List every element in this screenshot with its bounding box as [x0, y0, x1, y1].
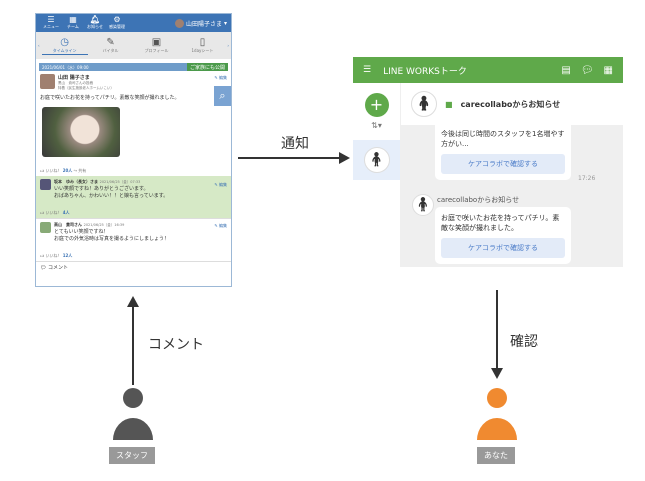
- tab-label: タイムライン: [52, 47, 77, 53]
- like-count[interactable]: 12人: [62, 253, 73, 258]
- chat-header: 🧍︎ ■ carecollaboからお知らせ: [401, 83, 623, 125]
- tab-bar: ‹ ◷タイムライン ✎バイタル ▣プロフィール ▯1dayシート ›: [36, 32, 231, 59]
- post-author: 黒山 貴司さんの投稿: [58, 81, 93, 85]
- post-date: 2021/06/01（水）09:00: [39, 63, 187, 71]
- tab-label: 1dayシート: [191, 48, 214, 53]
- comment-text: お庭での外気浴時は写真を撮るようにしましょう！: [54, 236, 170, 242]
- message-bubble: お庭で咲いたお花を持ってパチリ。素敵な笑顔が撮れました。ケアコラボで確認する: [435, 207, 571, 264]
- commenter-name: 高山 貴司さん: [54, 222, 82, 227]
- next-arrow-icon[interactable]: ›: [227, 43, 230, 48]
- comment-time: 2021/06/25（金）07:33: [99, 180, 141, 184]
- avatar: [174, 18, 184, 28]
- like-button[interactable]: いいね！: [45, 168, 62, 173]
- edit-button[interactable]: ✎ 編集: [214, 75, 227, 80]
- carecollabo-app-screenshot: ☰メニュー ▦チーム 🔔︎お知らせ ⚙感染管理 山田陽子さま▾ ‹ ◷タイムライ…: [35, 13, 232, 287]
- facility: 特養（民生施設老人ホームいこい）: [58, 86, 114, 90]
- nav-label: チーム: [67, 24, 79, 29]
- comment-text: とてもいい笑顔ですね！: [54, 229, 109, 235]
- confirm-arrow: [491, 290, 503, 379]
- calendar-icon[interactable]: ▦: [603, 64, 613, 76]
- staff-person-icon: [113, 388, 153, 440]
- bot-icon: ■: [445, 99, 453, 109]
- notify-arrow: [238, 152, 350, 164]
- bot-avatar: 🧍︎: [363, 147, 390, 173]
- tab-1day[interactable]: ▯1dayシート: [191, 37, 214, 53]
- tab-label: プロフィール: [144, 48, 169, 53]
- nav-label: メニュー: [43, 24, 59, 29]
- share-button[interactable]: 共有: [78, 168, 87, 173]
- comment-item: 高山 貴司さん 2021/06/25（金）16:39 とてもいい笑顔ですね！お庭で…: [36, 218, 231, 261]
- comment-label: コメント: [148, 337, 204, 353]
- avatar: [40, 222, 51, 233]
- comment-input[interactable]: 💬︎ コメント: [36, 261, 231, 273]
- comment-text: いい笑顔ですね！ありがとうございます。: [54, 186, 149, 192]
- tab-vital[interactable]: ✎バイタル: [102, 37, 119, 53]
- nav-label: 感染管理: [109, 24, 125, 29]
- lineworks-screenshot: ☰ LINE WORKSトーク ▤ 💬︎ ▦ + ⇅▾ 🧍︎ 🧍︎ ■ carecollab…: [353, 57, 623, 267]
- menu-icon[interactable]: ☰: [363, 65, 372, 75]
- like-button[interactable]: いいね！: [45, 253, 62, 258]
- prev-arrow-icon[interactable]: ‹: [38, 43, 40, 48]
- app-header: ☰メニュー ▦チーム 🔔︎お知らせ ⚙感染管理 山田陽子さま▾: [36, 14, 231, 32]
- message-time: 17:26: [578, 175, 596, 182]
- tab-label: バイタル: [102, 48, 119, 53]
- resident-name: 山田 陽子さま: [58, 75, 90, 81]
- commenter-name: 坂本 ゆみ（長女）さま: [54, 179, 98, 184]
- comment-placeholder: コメント: [47, 265, 68, 271]
- you-tag: あなた: [477, 447, 515, 464]
- edit-button[interactable]: ✎ 編集: [214, 223, 227, 228]
- nav-infection[interactable]: ⚙感染管理: [109, 15, 125, 30]
- bot-avatar: 🧍︎: [411, 91, 437, 117]
- new-talk-button[interactable]: +: [364, 93, 389, 117]
- lineworks-header: ☰ LINE WORKSトーク ▤ 💬︎ ▦: [353, 57, 623, 83]
- post: 山田 陽子さま黒山 貴司さんの投稿特養（民生施設老人ホームいこい） ✎ 編集 お…: [36, 71, 231, 166]
- tab-profile[interactable]: ▣プロフィール: [144, 37, 169, 53]
- confirm-button[interactable]: ケアコラボで確認する: [441, 238, 565, 258]
- user-name: 山田陽子さま: [185, 20, 222, 28]
- confirm-label: 確認: [510, 334, 538, 350]
- comment-item: 坂本 ゆみ（長女）さま 2021/06/25（金）07:33 いい笑顔ですね！あり…: [36, 176, 231, 218]
- nav-notice[interactable]: 🔔︎お知らせ: [87, 15, 103, 30]
- board-icon[interactable]: ▤: [561, 64, 571, 76]
- like-button[interactable]: いいね！: [45, 210, 62, 215]
- like-count[interactable]: 20人: [62, 168, 73, 173]
- you-person-icon: [477, 388, 517, 440]
- sort-icon[interactable]: ⇅▾: [371, 121, 382, 130]
- confirm-button[interactable]: ケアコラボで確認する: [441, 154, 565, 174]
- publish-family-button[interactable]: ご家族にも公開: [186, 63, 228, 71]
- avatar: [40, 179, 51, 190]
- tab-timeline[interactable]: ◷タイムライン: [41, 37, 88, 55]
- bot-avatar: 🧍︎: [412, 194, 434, 216]
- staff-tag: スタッフ: [109, 447, 155, 464]
- nav-menu[interactable]: ☰メニュー: [43, 15, 59, 30]
- like-count[interactable]: 4人: [62, 210, 70, 215]
- post-text: お庭で咲いたお花を持ってパチリ。素敵な笑顔が撮れました。: [40, 95, 180, 101]
- edit-label: 編集: [219, 75, 227, 80]
- talk-room-item[interactable]: 🧍︎: [353, 140, 400, 180]
- talk-icon[interactable]: 💬︎: [580, 64, 594, 76]
- edit-label: 編集: [219, 223, 227, 228]
- like-row: 👍︎ いいね！ 20人 ↪ 共有: [40, 168, 87, 173]
- resident-photo: [40, 74, 55, 89]
- edit-button[interactable]: ✎ 編集: [214, 182, 227, 187]
- comment-arrow: [127, 296, 139, 385]
- post-photo: [42, 107, 120, 157]
- comment-text: おばあちゃん、かわいい！！と娘も言っています。: [54, 193, 169, 199]
- nav-label: お知らせ: [87, 24, 103, 29]
- talk-sidebar: + ⇅▾ 🧍︎: [353, 83, 400, 267]
- search-icon[interactable]: ⌕: [214, 86, 231, 106]
- message-text: 今後は同じ時間のスタッフを1名増やす方がい...: [441, 130, 565, 148]
- comment-time: 2021/06/25（金）16:39: [83, 223, 125, 227]
- message-bubble: 今後は同じ時間のスタッフを1名増やす方がい... ケアコラボで確認する: [435, 123, 571, 180]
- lineworks-title: LINE WORKSトーク: [383, 66, 467, 77]
- channel-name: carecollaboからお知らせ: [460, 99, 561, 109]
- notify-label: 通知: [281, 136, 309, 152]
- user-menu[interactable]: 山田陽子さま▾: [174, 18, 227, 28]
- message-text: お庭で咲いたお花を持ってパチリ。素敵な笑顔が撮れました。: [441, 214, 560, 232]
- sender-name: carecollaboからお知らせ: [437, 196, 520, 204]
- nav-team[interactable]: ▦チーム: [67, 15, 79, 30]
- edit-label: 編集: [219, 182, 227, 187]
